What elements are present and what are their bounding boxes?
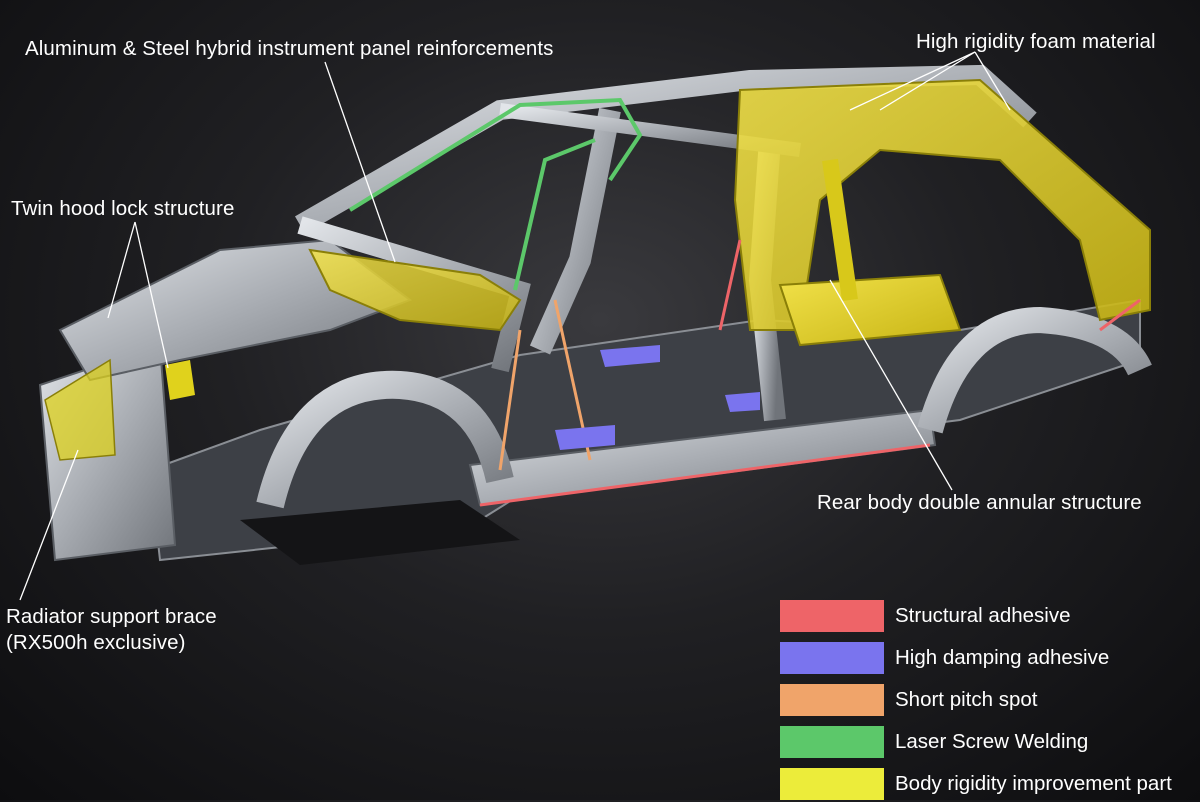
high-damping-adhesive-accent-1 <box>555 425 615 450</box>
leader-instrument-panel <box>324 61 396 263</box>
callout-radiator-line2: (RX500h exclusive) <box>6 631 186 654</box>
legend-label: Laser Screw Welding <box>895 730 1089 753</box>
laser-screw-welding-accent <box>348 97 643 212</box>
legend-label: High damping adhesive <box>895 646 1110 669</box>
legend-item-body-rigidity-part: Body rigidity improvement part <box>780 768 1190 802</box>
legend-item-high-damping-adhesive: High damping adhesive <box>780 642 1190 676</box>
side-sill <box>468 408 937 507</box>
legend-swatch <box>780 642 884 674</box>
callout-instrument-panel: Aluminum & Steel hybrid instrument panel… <box>25 37 554 60</box>
legend-item-laser-screw-welding: Laser Screw Welding <box>780 726 1190 760</box>
a-pillar <box>297 216 531 373</box>
legend-label: Body rigidity improvement part <box>895 772 1172 795</box>
legend-swatch <box>780 684 884 716</box>
legend-label: Short pitch spot <box>895 688 1038 711</box>
legend-item-structural-adhesive: Structural adhesive <box>780 600 1190 634</box>
leader-foam-2 <box>879 51 976 111</box>
legend-swatch <box>780 600 884 632</box>
leader-foam-1 <box>849 51 976 111</box>
roof-rail <box>295 64 1037 234</box>
leader-foam-3 <box>974 51 1011 111</box>
legend-swatch <box>780 768 884 800</box>
leader-hood-lock-1 <box>107 221 136 319</box>
rear-rigidity-frame <box>733 78 1151 331</box>
legend-label: Structural adhesive <box>895 604 1071 627</box>
callout-radiator-line1: Radiator support brace <box>6 605 217 628</box>
legend-item-short-pitch-spot: Short pitch spot <box>780 684 1190 718</box>
callout-hood-lock: Twin hood lock structure <box>11 197 235 220</box>
leader-radiator <box>19 449 79 601</box>
leader-hood-lock-2 <box>134 221 169 369</box>
front-wheel-arch <box>256 370 514 509</box>
laser-screw-welding-accent-2 <box>513 138 596 291</box>
leader-rear-body <box>829 279 953 491</box>
radiator-support-brace <box>44 358 116 461</box>
hood-lock-part <box>165 360 195 400</box>
high-damping-adhesive-accent-3 <box>725 392 760 412</box>
rear-floor-reinforcement <box>778 273 962 347</box>
b-pillar <box>529 107 621 355</box>
structural-adhesive-accent <box>479 239 1141 507</box>
rear-wheel-arch <box>917 306 1152 434</box>
high-damping-adhesive-accent-2 <box>600 345 660 367</box>
callout-foam: High rigidity foam material <box>916 30 1156 53</box>
legend-swatch <box>780 726 884 758</box>
c-pillar-yellow <box>822 158 858 302</box>
instrument-panel-reinforcement <box>308 248 522 332</box>
callout-rear-body: Rear body double annular structure <box>817 491 1142 514</box>
underbody-shadow <box>240 500 520 565</box>
